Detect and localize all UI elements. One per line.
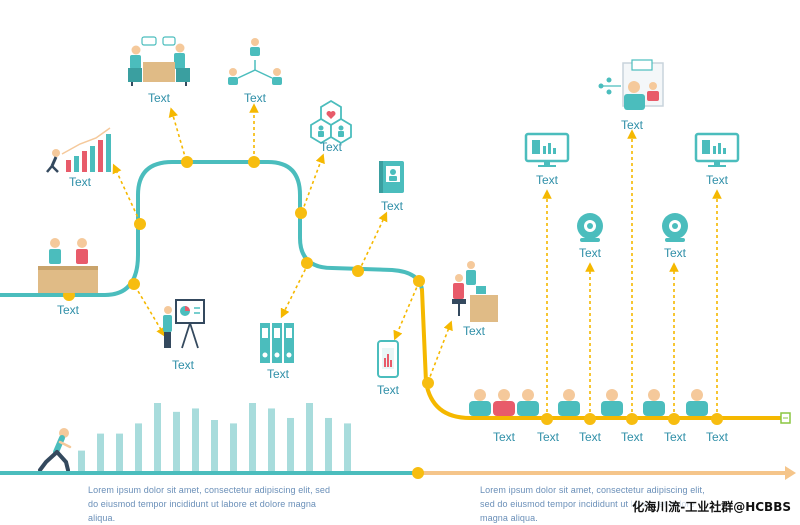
presentation-icon [163, 299, 205, 349]
team-people-icons [469, 389, 708, 416]
video-call-icon [598, 59, 664, 110]
label-phone: Text [377, 383, 400, 397]
phone-icon [377, 340, 399, 378]
road-dot [541, 413, 553, 425]
person-icon [558, 389, 580, 416]
road-dot [295, 207, 307, 219]
label-team-meeting: Text [148, 91, 171, 105]
person-icon [601, 389, 623, 416]
label-binders: Text [267, 367, 290, 381]
network-icon [228, 38, 282, 85]
growth-chart-icon [46, 127, 111, 173]
decorative-bar [325, 417, 332, 471]
webcam-right-icon [662, 213, 688, 242]
monitor-left-icon [524, 132, 570, 167]
desk-worker-icon [452, 261, 498, 322]
webcam-left-icon [577, 213, 603, 242]
decorative-bar [268, 408, 275, 471]
decorative-bar [306, 403, 313, 471]
watermark: 化海川流-工业社群@HCBBS [629, 497, 794, 516]
label-team-5: Text [664, 430, 687, 444]
label-hexagon-team: Text [320, 140, 343, 154]
monitor-right-icon [694, 132, 740, 167]
road-dots [63, 156, 723, 425]
label-monitor-right: Text [706, 173, 729, 187]
bottom-dot [412, 467, 424, 479]
person-icon [493, 389, 515, 416]
person-icon [686, 389, 708, 416]
road-dot [422, 377, 434, 389]
label-desk-worker: Text [463, 324, 486, 338]
label-team-1: Text [493, 430, 516, 444]
decorative-bar [344, 423, 351, 471]
road-dot [626, 413, 638, 425]
person-icon [469, 389, 491, 416]
road-dot [128, 278, 140, 290]
decorative-bars [78, 403, 351, 471]
label-network: Text [244, 91, 267, 105]
paragraph-left: Lorem ipsum dolor sit amet, consectetur … [88, 485, 331, 523]
road-dot [668, 413, 680, 425]
label-team-2: Text [537, 430, 560, 444]
decorative-bar [97, 433, 104, 471]
label-growth-chart: Text [69, 175, 92, 189]
decorative-bar [78, 450, 85, 471]
decorative-bar [211, 420, 218, 471]
label-contact-book: Text [381, 199, 404, 213]
paragraph-right: Lorem ipsum dolor sit amet, consectetur … [480, 485, 705, 523]
label-webcam-right: Text [664, 246, 687, 260]
road-dot [711, 413, 723, 425]
runner-icon [38, 428, 72, 472]
dashed-connectors [112, 103, 722, 418]
person-icon [643, 389, 665, 416]
contact-book-icon [379, 161, 404, 193]
decorative-bar [154, 403, 161, 471]
team-meeting-icon [128, 36, 190, 86]
decorative-bar [173, 411, 180, 471]
hexagon-team-icon [310, 99, 352, 145]
decorative-bar [192, 408, 199, 471]
label-video-call: Text [621, 118, 644, 132]
road-dot [352, 265, 364, 277]
label-meeting-desk: Text [57, 303, 80, 317]
road-dot [584, 413, 596, 425]
road-dot [301, 257, 313, 269]
label-monitor-left: Text [536, 173, 559, 187]
road-end-flag [780, 412, 791, 424]
person-icon [517, 389, 539, 416]
label-webcam-left: Text [579, 246, 602, 260]
road-dot [181, 156, 193, 168]
decorative-bar [230, 423, 237, 471]
road-dot [134, 218, 146, 230]
label-team-6: Text [706, 430, 729, 444]
road-dot [413, 275, 425, 287]
decorative-bar [135, 423, 142, 471]
road-teal [0, 160, 424, 297]
label-team-3: Text [579, 430, 602, 444]
decorative-bar [287, 417, 294, 471]
binders-icon [260, 323, 294, 363]
meeting-desk-icon [38, 238, 98, 293]
decorative-bar [249, 403, 256, 471]
road-dot [248, 156, 260, 168]
label-presentation: Text [172, 358, 195, 372]
label-team-4: Text [621, 430, 644, 444]
bottom-arrow-head [785, 466, 796, 480]
decorative-bar [116, 433, 123, 471]
